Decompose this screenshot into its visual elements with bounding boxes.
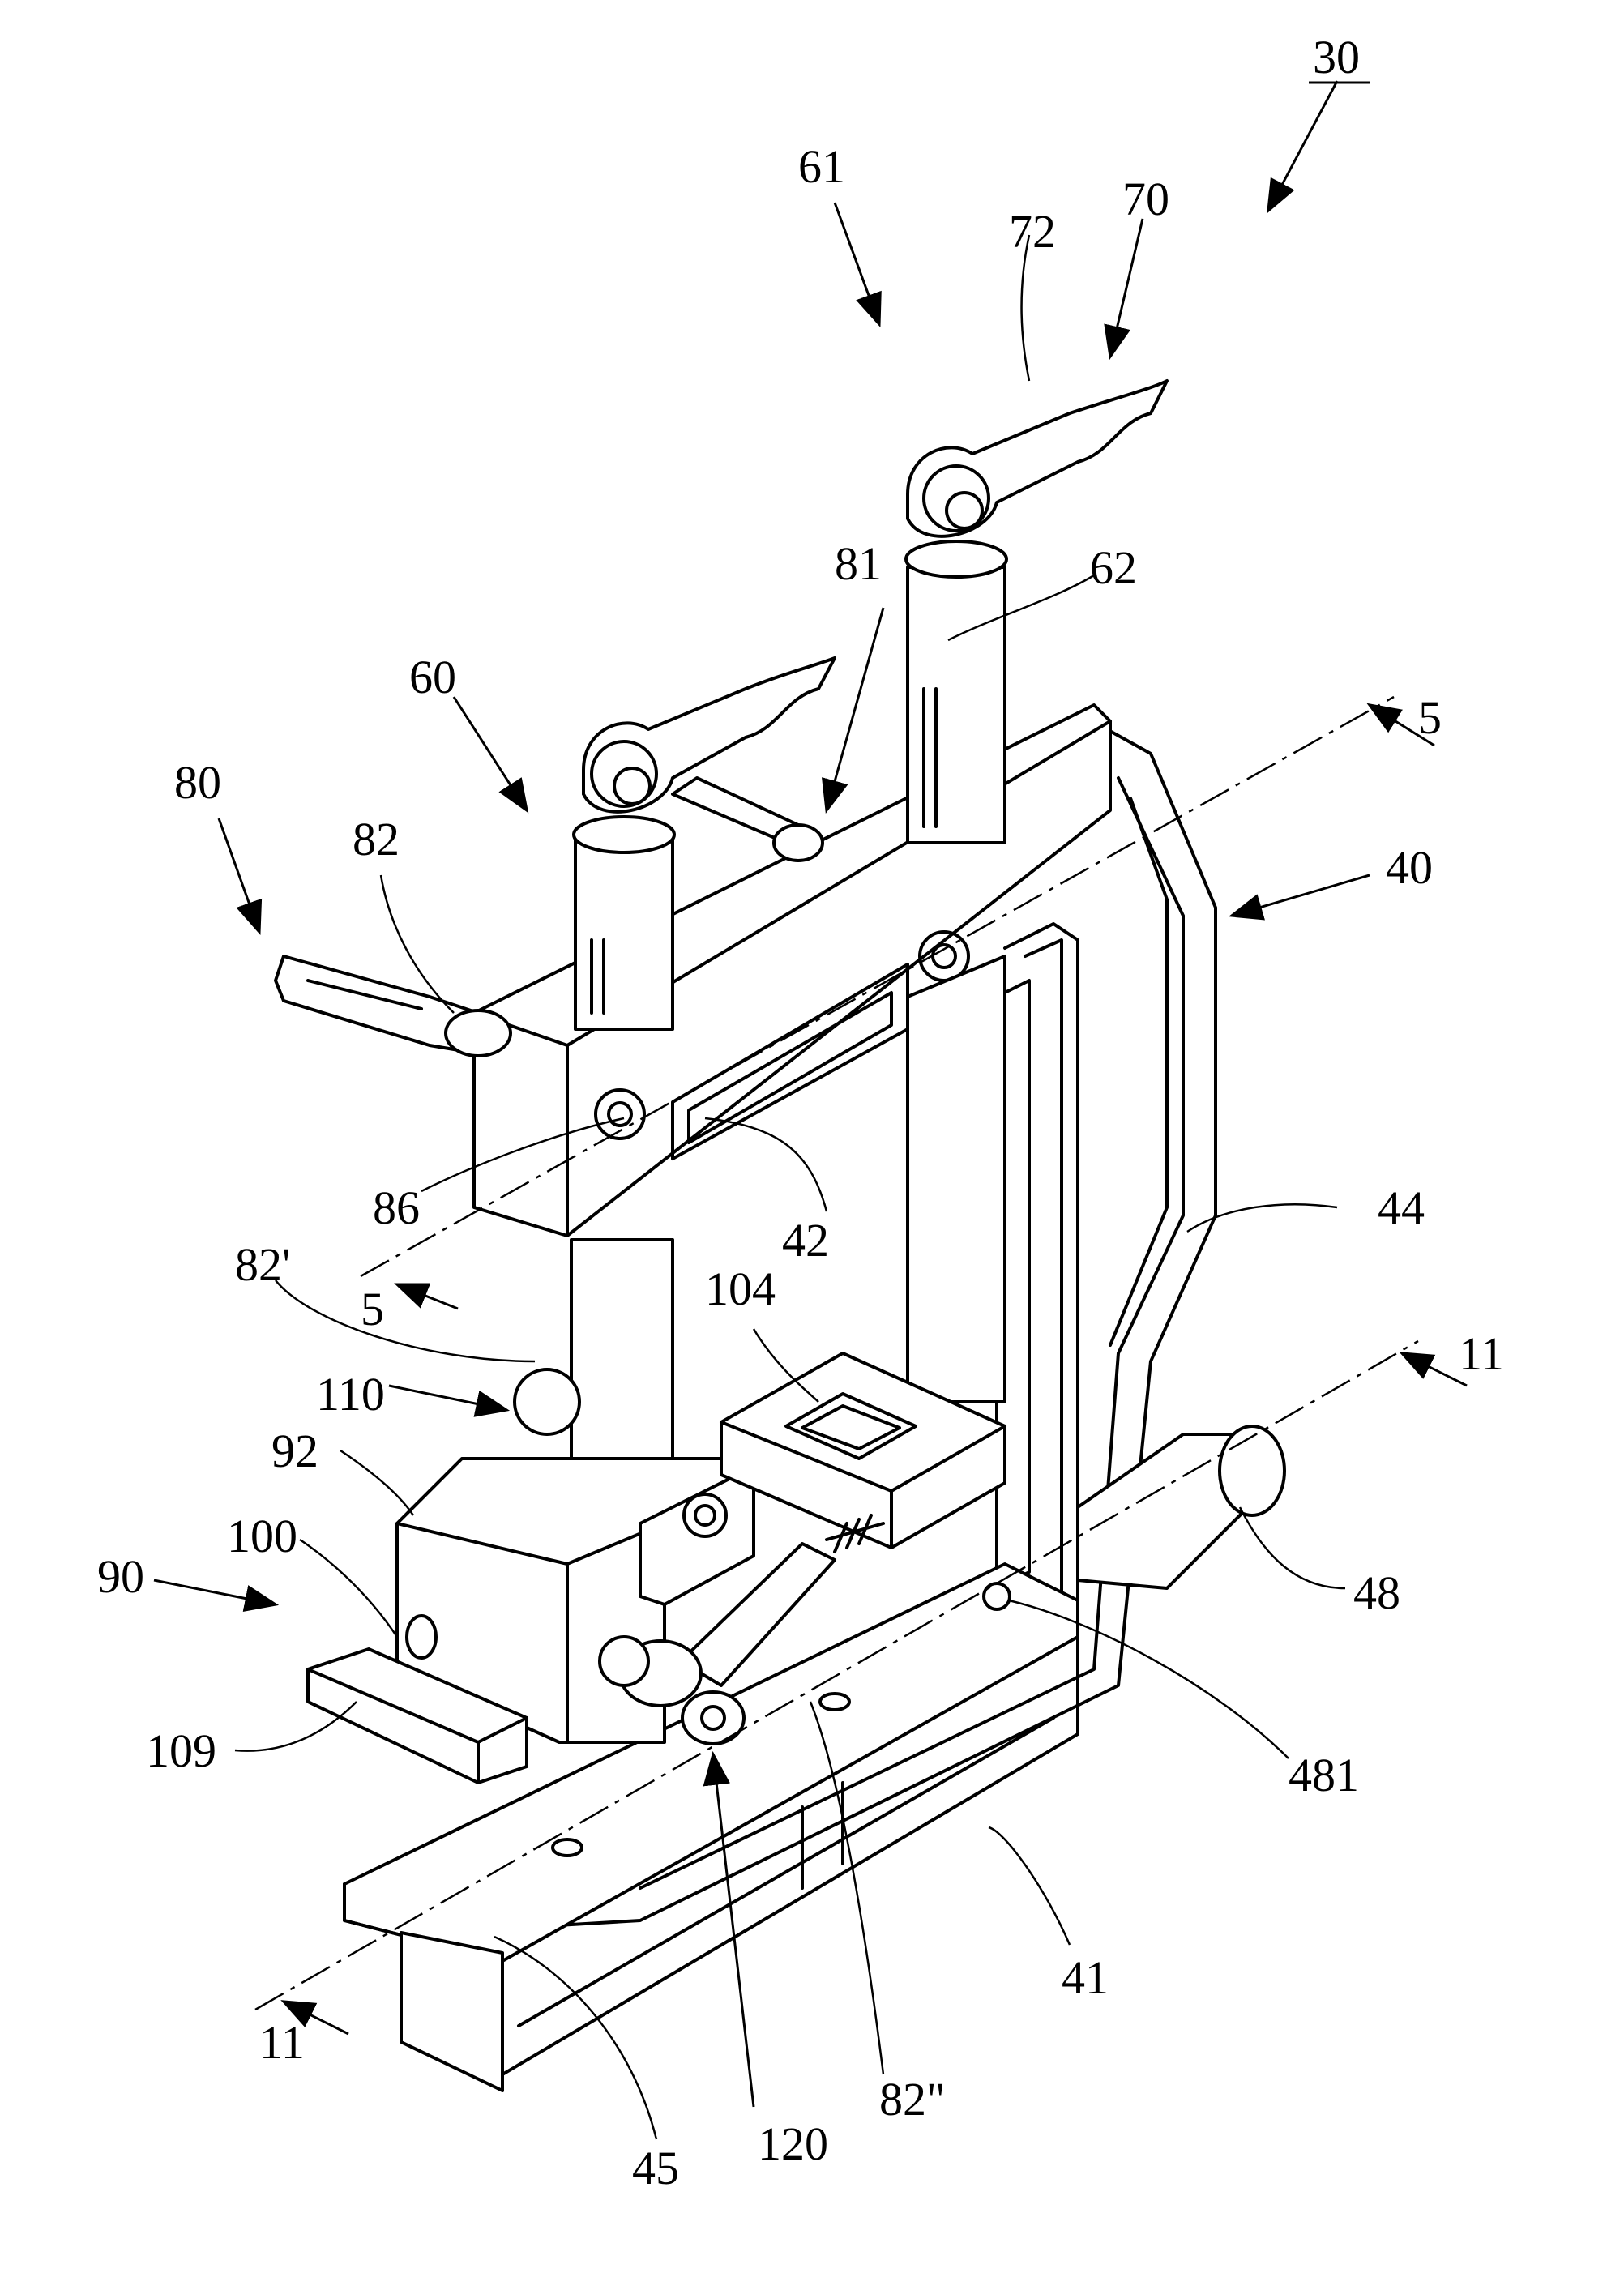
label-86: 86: [373, 1181, 420, 1234]
label-70: 70: [1122, 173, 1169, 225]
label-11-left: 11: [259, 2016, 305, 2069]
knob-110: [515, 1369, 579, 1434]
label-72: 72: [1009, 205, 1056, 258]
label-44: 44: [1378, 1181, 1425, 1234]
label-11-right: 11: [1459, 1327, 1504, 1380]
label-90: 90: [97, 1550, 144, 1603]
label-110: 110: [316, 1368, 385, 1421]
shaft-81: [673, 778, 823, 861]
reference-numerals: 30 61 72 70 81 62 60 80 82 5 40 86 42 44…: [97, 31, 1504, 2194]
label-481: 481: [1289, 1749, 1359, 1801]
label-30: 30: [1313, 31, 1360, 83]
label-48: 48: [1353, 1566, 1400, 1619]
label-92: 92: [271, 1425, 318, 1477]
label-60: 60: [409, 651, 456, 703]
label-61: 61: [798, 140, 845, 193]
label-40: 40: [1386, 841, 1433, 894]
label-5-bottom: 5: [361, 1283, 384, 1335]
label-5-top: 5: [1418, 691, 1442, 744]
label-62: 62: [1090, 541, 1137, 594]
label-82-prime: 82': [235, 1238, 290, 1291]
label-42: 42: [782, 1214, 829, 1267]
label-45: 45: [632, 2142, 679, 2194]
label-82: 82: [353, 813, 400, 865]
label-104: 104: [705, 1262, 776, 1315]
label-41: 41: [1062, 1951, 1109, 2004]
label-100: 100: [227, 1510, 297, 1562]
label-109: 109: [146, 1724, 216, 1777]
label-81: 81: [835, 537, 882, 590]
lever-82: [276, 956, 511, 1056]
post-62: [908, 567, 1005, 1402]
label-82-double-prime: 82": [879, 2073, 946, 2126]
label-120: 120: [758, 2117, 828, 2170]
label-80: 80: [174, 756, 221, 809]
